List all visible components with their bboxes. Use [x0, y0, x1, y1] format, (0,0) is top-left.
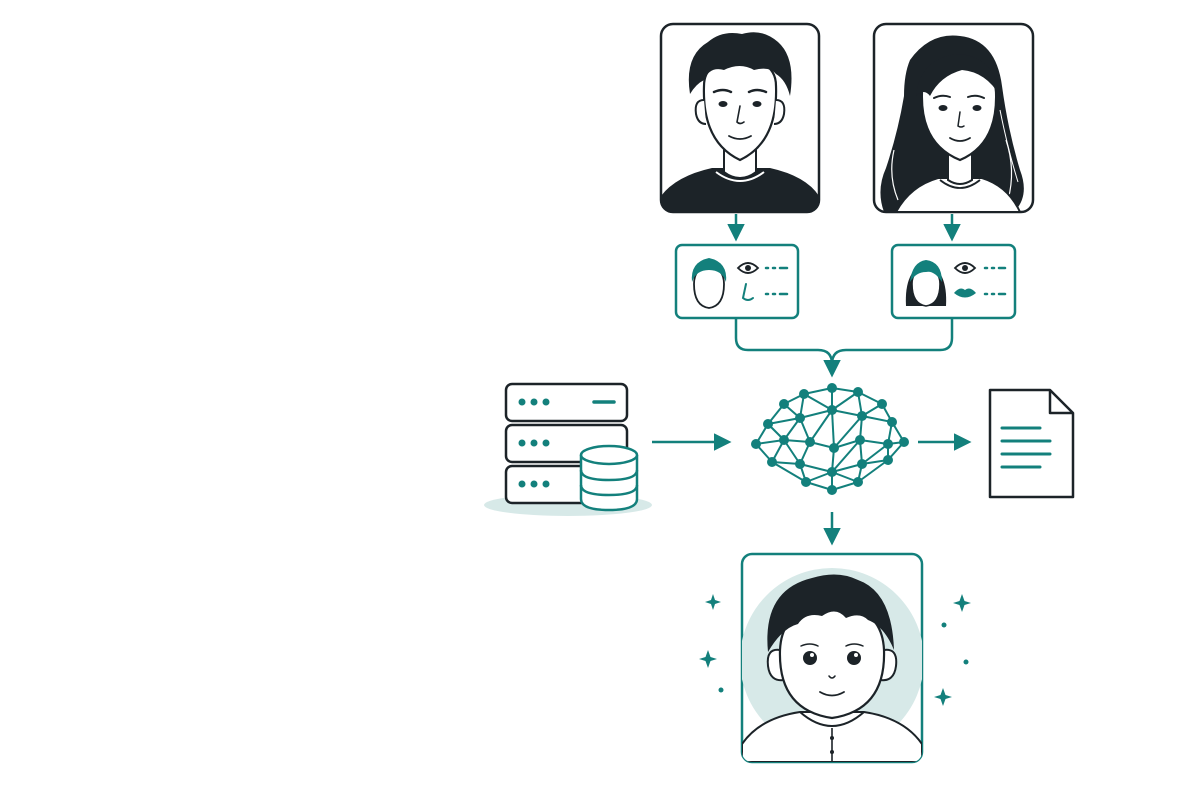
network-node: [801, 477, 811, 487]
network-edge: [861, 443, 889, 465]
network-edge: [803, 393, 833, 411]
network-node: [767, 457, 777, 467]
mother-features-card: [890, 243, 1017, 320]
network-node: [883, 439, 893, 449]
network-edge: [809, 409, 833, 443]
network-node: [827, 405, 837, 415]
network-edge: [767, 417, 801, 425]
network-node: [779, 399, 789, 409]
lips-icon: [954, 288, 976, 298]
network-edge: [833, 415, 863, 449]
network-edge: [831, 409, 835, 449]
eye-icon: [953, 262, 977, 274]
server-database-icon: [484, 382, 652, 516]
network-node: [827, 383, 837, 393]
father-features-card: [674, 243, 800, 320]
network-edge: [799, 463, 833, 473]
network-node: [829, 443, 839, 453]
network-node: [857, 411, 867, 421]
network-node: [855, 435, 865, 445]
neural-network-brain-icon: [751, 383, 909, 495]
father-portrait: [659, 22, 821, 214]
network-node: [883, 455, 893, 465]
network-node: [805, 437, 815, 447]
baby-portrait: [740, 552, 924, 764]
network-edge: [831, 391, 859, 411]
network-edge: [857, 459, 889, 483]
male-head-icon: [691, 258, 727, 309]
eye-icon: [736, 262, 760, 274]
document-icon: [988, 388, 1075, 499]
network-node: [751, 439, 761, 449]
mother-features-to-model-connector: [830, 318, 954, 365]
network-edge: [831, 463, 863, 473]
network-node: [779, 435, 789, 445]
nose-icon: [741, 283, 754, 301]
network-node: [763, 419, 773, 429]
network-node: [795, 459, 805, 469]
network-node: [799, 389, 809, 399]
network-edge: [771, 461, 807, 483]
network-node: [827, 485, 837, 495]
network-node: [857, 459, 867, 469]
network-edge: [861, 415, 893, 423]
mother-portrait: [872, 22, 1035, 214]
network-node: [795, 413, 805, 423]
network-edge: [799, 409, 833, 419]
network-edge: [831, 409, 863, 417]
network-node: [827, 467, 837, 477]
sparkles-icon: [699, 594, 971, 706]
female-head-icon: [905, 260, 947, 307]
network-node: [853, 387, 863, 397]
father-features-to-model-connector: [734, 318, 841, 378]
network-edge: [831, 439, 861, 473]
network-node: [899, 437, 909, 447]
network-node: [853, 477, 863, 487]
network-node: [887, 417, 897, 427]
network-node: [877, 399, 887, 409]
